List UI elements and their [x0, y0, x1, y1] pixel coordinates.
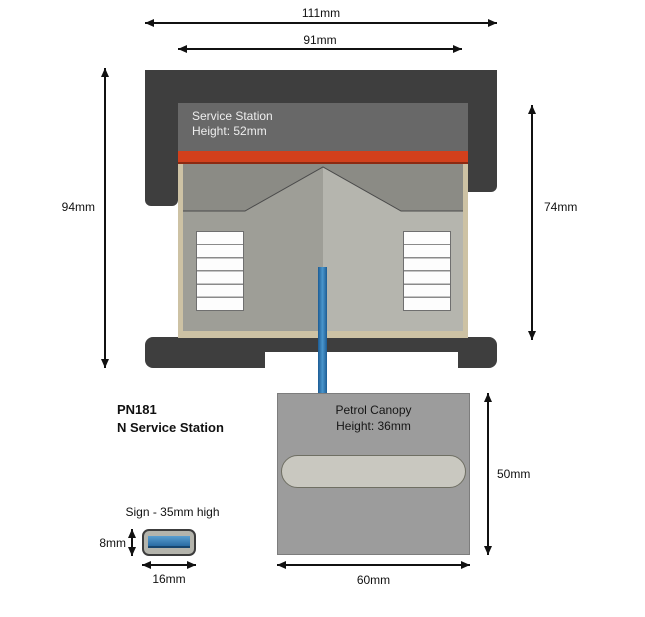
dim-arrow-inner-width	[178, 48, 462, 50]
dim-label-left-height: 94mm	[61, 200, 95, 214]
canopy-shape	[281, 455, 466, 488]
dim-label-canopy-width: 60mm	[356, 573, 391, 587]
product-title: PN181 N Service Station	[117, 401, 224, 437]
baseplate-top-band	[145, 70, 497, 106]
dim-label-inner-width: 91mm	[303, 33, 337, 47]
canopy-label-height: Height: 36mm	[336, 419, 411, 433]
building-label-name: Service Station	[192, 109, 273, 123]
dim-label-canopy-height: 50mm	[497, 467, 531, 481]
dim-arrow-sign-width	[142, 564, 196, 566]
dim-arrow-canopy-height	[487, 393, 489, 555]
building-window-left	[196, 231, 244, 311]
dim-arrow-sign-height	[131, 529, 133, 556]
product-code: PN181	[117, 402, 157, 417]
building-walls	[183, 164, 463, 331]
building-orange-strip	[178, 151, 468, 164]
building-label: Service Station Height: 52mm	[192, 109, 273, 139]
product-name: N Service Station	[117, 420, 224, 435]
dim-arrow-outer-width	[145, 22, 497, 24]
building-roof-top-section: Service Station Height: 52mm	[178, 103, 468, 151]
building-walls-roof-art	[183, 164, 463, 331]
dim-arrow-right-height	[531, 105, 533, 340]
building-label-height: Height: 52mm	[192, 124, 267, 138]
dim-arrow-canopy-width	[277, 564, 470, 566]
dim-label-right-height: 74mm	[544, 200, 578, 214]
baseplate-bottom-notch	[265, 352, 458, 369]
dim-arrow-left-height	[104, 68, 106, 368]
canopy-label: Petrol Canopy Height: 36mm	[278, 402, 469, 434]
sign-label: Sign - 35mm high	[125, 505, 220, 519]
building-blue-stripe	[318, 267, 327, 434]
dim-label-outer-width: 111mm	[301, 6, 341, 20]
sign-blue-stripe	[148, 536, 190, 548]
dim-label-sign-width: 16mm	[152, 572, 186, 586]
canopy-label-name: Petrol Canopy	[335, 403, 412, 417]
dim-label-sign-height: 8mm	[99, 536, 126, 550]
building-window-right	[403, 231, 451, 311]
canopy-panel: Petrol Canopy Height: 36mm	[277, 393, 470, 555]
building-elevation: Service Station Height: 52mm	[178, 103, 468, 434]
baseplate-left-column	[145, 70, 178, 206]
sign-shape	[142, 529, 196, 556]
